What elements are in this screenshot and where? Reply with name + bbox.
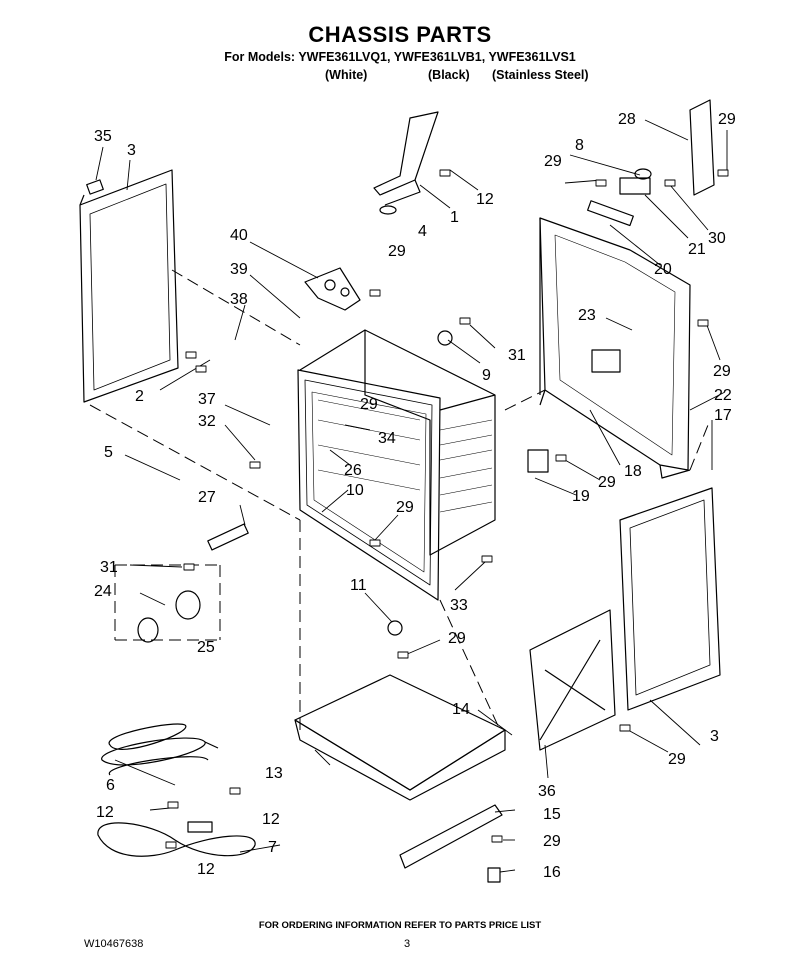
callout-label: 29: [360, 396, 378, 413]
callout-label: 28: [618, 111, 636, 128]
callout-label: 10: [346, 482, 364, 499]
callout-label: 9: [482, 367, 491, 384]
callout-label: 1: [450, 209, 459, 226]
callout-label: 12: [262, 811, 280, 828]
callout-label: 17: [714, 407, 732, 424]
callout-label: 23: [578, 307, 596, 324]
callout-label: 35: [94, 128, 112, 145]
callout-label: 29: [544, 153, 562, 170]
callout-label: 37: [198, 391, 216, 408]
callout-leader-lines: [95, 119, 728, 873]
callout-label: 38: [230, 291, 248, 308]
oven-cavity-drawing: [299, 329, 496, 556]
leveler-bracket-drawing: [399, 804, 503, 883]
right-side-panel-drawing: [619, 487, 721, 711]
callout-label: 4: [418, 223, 427, 240]
callout-label: 34: [378, 430, 396, 447]
callout-label: 8: [575, 137, 584, 154]
callout-label: 39: [230, 261, 248, 278]
callout-label: 20: [654, 261, 672, 278]
callout-label: 29: [598, 474, 616, 491]
callout-numbers: 35 3 40 29 39 38 2 37 32 5 27 31 24 25 6…: [94, 111, 736, 881]
rear-panel-drawing: [539, 217, 691, 479]
callout-label: 14: [452, 701, 470, 718]
callout-label: 25: [197, 639, 215, 656]
callout-label: 3: [710, 728, 719, 745]
callout-label: 26: [344, 462, 362, 479]
callout-label: 29: [713, 363, 731, 380]
page-title: CHASSIS PARTS: [308, 22, 492, 47]
terminal-block-drawing: [587, 168, 652, 227]
callout-label: 15: [543, 806, 561, 823]
screw-drawings: [165, 169, 729, 849]
callout-label: 32: [198, 413, 216, 430]
callout-label: 19: [572, 488, 590, 505]
left-side-panel-drawing: [79, 169, 179, 403]
variant-black: (Black): [428, 68, 470, 82]
callout-label: 22: [714, 387, 732, 404]
variant-stainless: (Stainless Steel): [492, 68, 589, 82]
callout-label: 7: [268, 839, 277, 856]
bottom-pan-drawing: [294, 674, 506, 801]
callout-label: 12: [476, 191, 494, 208]
variant-white: (White): [325, 68, 368, 82]
callout-label: 12: [96, 804, 114, 821]
callout-label: 12: [197, 861, 215, 878]
callout-label: 29: [388, 243, 406, 260]
callout-label: 24: [94, 583, 112, 600]
callout-label: 30: [708, 230, 726, 247]
callout-label: 2: [135, 388, 144, 405]
rear-shield-drawing: [529, 609, 616, 751]
models-line: For Models: YWFE361LVQ1, YWFE361LVB1, YW…: [224, 50, 576, 64]
bake-element-drawing: [97, 821, 256, 857]
page-number: 3: [404, 938, 411, 950]
callout-label: 40: [230, 227, 248, 244]
callout-label: 6: [106, 777, 115, 794]
callout-label: 11: [350, 577, 367, 594]
callout-label: 18: [624, 463, 642, 480]
callout-label: 33: [450, 597, 468, 614]
callout-label: 27: [198, 489, 216, 506]
top-bracket-drawing: [373, 111, 439, 215]
callout-label: 21: [688, 241, 706, 258]
broil-element-drawing: [101, 723, 219, 776]
knob-drawings: [137, 330, 549, 643]
callout-label: 29: [396, 499, 414, 516]
ordering-note: FOR ORDERING INFORMATION REFER TO PARTS …: [258, 920, 542, 931]
assembly-guide-lines: [89, 269, 711, 731]
callout-label: 36: [538, 783, 556, 800]
control-bracket-drawing: [304, 267, 361, 311]
callout-label: 29: [668, 751, 686, 768]
callout-label: 5: [104, 444, 113, 461]
callout-label: 3: [127, 142, 136, 159]
front-frame-drawing: [297, 369, 441, 601]
document-number: W10467638: [84, 938, 144, 950]
callout-label: 29: [543, 833, 561, 850]
callout-label: 13: [265, 765, 283, 782]
callout-label: 31: [508, 347, 526, 364]
callout-label: 31: [100, 559, 118, 576]
right-top-bracket-drawing: [689, 99, 715, 196]
callout-label: 16: [543, 864, 561, 881]
callout-label: 29: [718, 111, 736, 128]
callout-label: 29: [448, 630, 466, 647]
